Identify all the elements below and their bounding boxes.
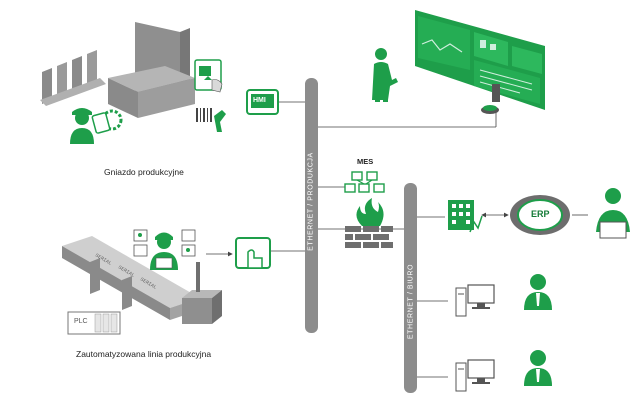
office-user-1: [524, 274, 552, 310]
barcode-icon: [196, 108, 226, 132]
scanner-icon: [194, 59, 223, 93]
hmi-panel: [246, 89, 279, 115]
firewall-icon: [345, 198, 393, 248]
pc-workstation-2: [455, 359, 495, 392]
tablet-icon: [235, 237, 271, 269]
linia-label: Zautomatyzowana linia produkcyjna: [76, 349, 212, 359]
ethernet-produkcja-label: ETHERNET / PRODUKCJA: [307, 152, 315, 251]
ethernet-biuro-label: ETHERNET / BIURO: [407, 263, 415, 340]
operator-icon: [133, 229, 196, 270]
dashboard-display: [415, 10, 545, 114]
mes-icon: [344, 171, 385, 193]
production-line: SERIAL SERIAL SERIAL: [62, 236, 222, 324]
plc-label: PLC: [74, 318, 88, 325]
erp-system-icon: [448, 200, 483, 233]
ethernet-biuro-bus: [404, 183, 417, 393]
ethernet-produkcja-bus: [305, 78, 318, 333]
gniazdo-label: Gniazdo produkcyjne: [104, 167, 184, 177]
erp-badge: [510, 195, 570, 235]
plc-unit: [67, 311, 121, 335]
office-user-2: [524, 350, 552, 386]
supervisor-figure: [372, 48, 398, 102]
pc-workstation-1: [455, 284, 495, 317]
hmi-label: HMI: [253, 97, 266, 104]
production-cell: [40, 22, 195, 144]
erp-user-figure: [596, 188, 630, 239]
erp-label: ERP: [531, 209, 550, 219]
mes-label: MES: [357, 157, 374, 166]
